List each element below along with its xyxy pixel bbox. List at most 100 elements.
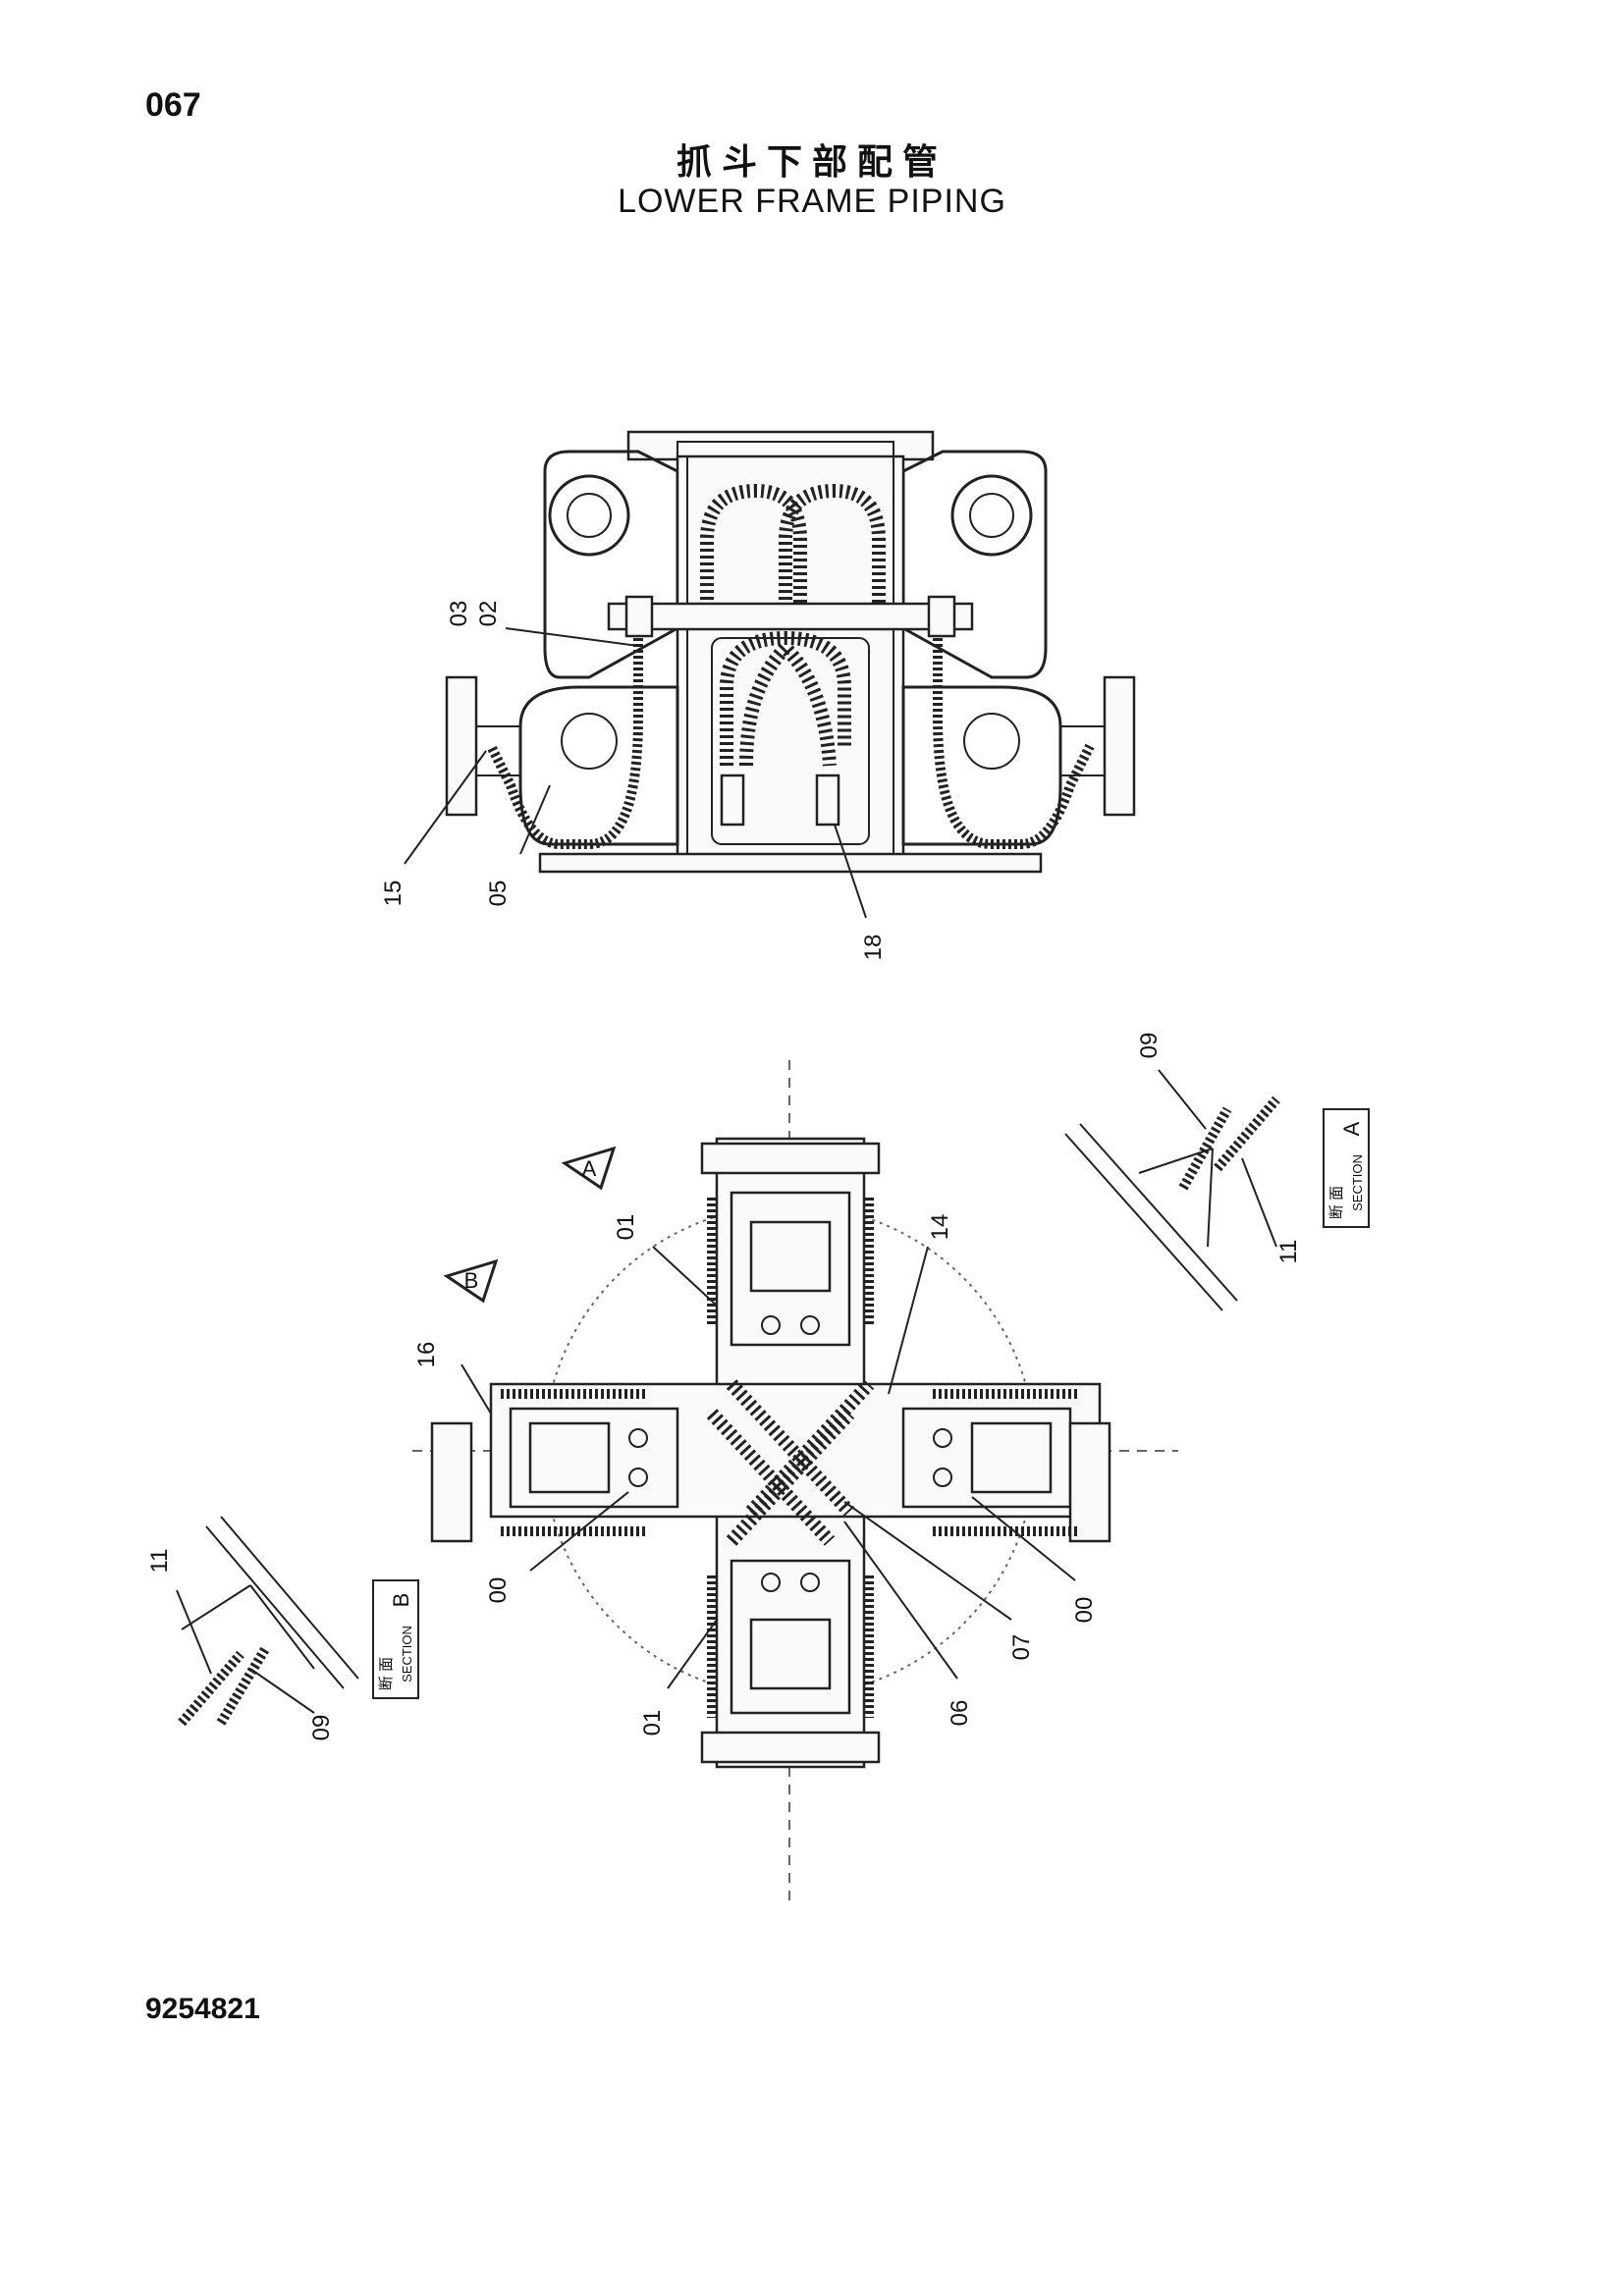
side-hose-left [486, 638, 643, 849]
callout: 11 [146, 1549, 173, 1574]
center-hose [706, 1409, 836, 1546]
leader-line [176, 1589, 212, 1675]
leader-line [505, 627, 639, 647]
leader-line [1241, 1157, 1277, 1248]
right-lower-pin [963, 713, 1020, 770]
upper-hose-left [700, 483, 807, 614]
title-english: LOWER FRAME PIPING [618, 183, 1006, 220]
callout: 00 [1071, 1597, 1098, 1624]
bolt [761, 1573, 781, 1592]
section-a-box [1323, 1108, 1370, 1228]
fitting-left [720, 774, 745, 827]
view-arrow-b [443, 1258, 499, 1304]
section-letter: A [1339, 1121, 1364, 1136]
view-arrow-label: B [464, 1268, 479, 1293]
callout: 16 [413, 1342, 440, 1368]
leader-line [971, 1496, 1076, 1581]
section-line [220, 1516, 359, 1680]
document-number: 9254821 [145, 1993, 260, 2025]
center-hose [726, 1409, 855, 1546]
bolt [800, 1315, 820, 1335]
bolt [761, 1315, 781, 1335]
leader-line [519, 784, 551, 855]
section-line [1207, 1148, 1214, 1248]
column-bottom-cap [700, 1731, 881, 1764]
section-line [249, 1584, 315, 1670]
callout: 15 [380, 881, 406, 907]
cross-hose-a [720, 630, 851, 766]
crossbar [607, 602, 974, 631]
right-module-inner [970, 1421, 1053, 1494]
right-lower-lug [901, 685, 1062, 846]
center-hose [726, 1379, 855, 1517]
view-arrow-label: A [582, 1156, 597, 1181]
leader-line [652, 1246, 718, 1307]
left-pin-outer [548, 474, 630, 557]
section-label-en: SECTION [400, 1626, 414, 1682]
right-side-mount [1103, 675, 1136, 817]
callout: 02 [475, 601, 502, 627]
section-b-detail: 11 09 断 面 SECTION B [146, 1516, 419, 1740]
callout: 07 [1008, 1634, 1035, 1661]
bolt [933, 1428, 952, 1448]
left-side-mount [445, 675, 478, 817]
left-module-inner [528, 1421, 611, 1494]
callout: 00 [485, 1577, 512, 1604]
title-chinese: 抓斗下部配管 [676, 141, 947, 182]
bolt [933, 1468, 952, 1487]
section-letter: B [389, 1593, 413, 1608]
bolt [628, 1468, 648, 1487]
callout: 01 [639, 1710, 666, 1736]
leader-line [529, 1491, 629, 1572]
section-line [1064, 1133, 1223, 1311]
section-b-box [372, 1579, 419, 1699]
section-b-hose [216, 1646, 270, 1726]
leader-line [843, 1521, 958, 1680]
leader-line [249, 1668, 315, 1714]
right-pin-outer [950, 474, 1033, 557]
crossbar-clamp-left [624, 595, 654, 638]
top-view: 03 02 15 05 18 [380, 430, 1136, 961]
section-line [181, 1584, 251, 1630]
upper-hose-right [779, 483, 886, 614]
page-number: 067 [145, 86, 201, 124]
leader-line [888, 1246, 929, 1395]
left-pin-inner [567, 493, 612, 538]
callout: 06 [947, 1700, 973, 1727]
callout: 03 [446, 601, 472, 627]
top-plate [626, 430, 935, 461]
view-arrow-a [561, 1146, 617, 1191]
left-lower-lug [518, 685, 679, 846]
left-end-block [430, 1421, 473, 1543]
bottom-view: A B 16 01 14 00 01 06 07 00 [412, 1060, 1178, 1904]
section-line [1138, 1148, 1214, 1174]
leader-line [404, 750, 487, 865]
section-a-hose [1178, 1106, 1232, 1191]
leader-line [460, 1363, 492, 1415]
callout: 05 [485, 881, 512, 907]
callout: 01 [613, 1214, 639, 1241]
leader-line [834, 824, 867, 919]
top-module-inner [749, 1220, 832, 1293]
callout: 14 [927, 1214, 953, 1241]
left-lower-pin [561, 713, 618, 770]
column-top-cap [700, 1142, 881, 1175]
callout: 18 [860, 934, 887, 961]
callout: 11 [1275, 1240, 1302, 1264]
leader-line [1158, 1069, 1207, 1130]
leader-line [843, 1501, 1012, 1621]
right-pin-inner [969, 493, 1014, 538]
inner-pocket [711, 637, 870, 845]
section-label-cn: 断 面 [1328, 1186, 1345, 1219]
bottom-module-inner [749, 1618, 832, 1690]
fitting-right [815, 774, 840, 827]
side-hose-right [933, 638, 1095, 849]
section-line [205, 1525, 345, 1689]
section-line [1079, 1123, 1238, 1302]
bolt [628, 1428, 648, 1448]
bolt [800, 1573, 820, 1592]
section-label-cn: 断 面 [378, 1657, 395, 1690]
section-label-en: SECTION [1350, 1154, 1365, 1211]
callout: 09 [1136, 1033, 1163, 1059]
